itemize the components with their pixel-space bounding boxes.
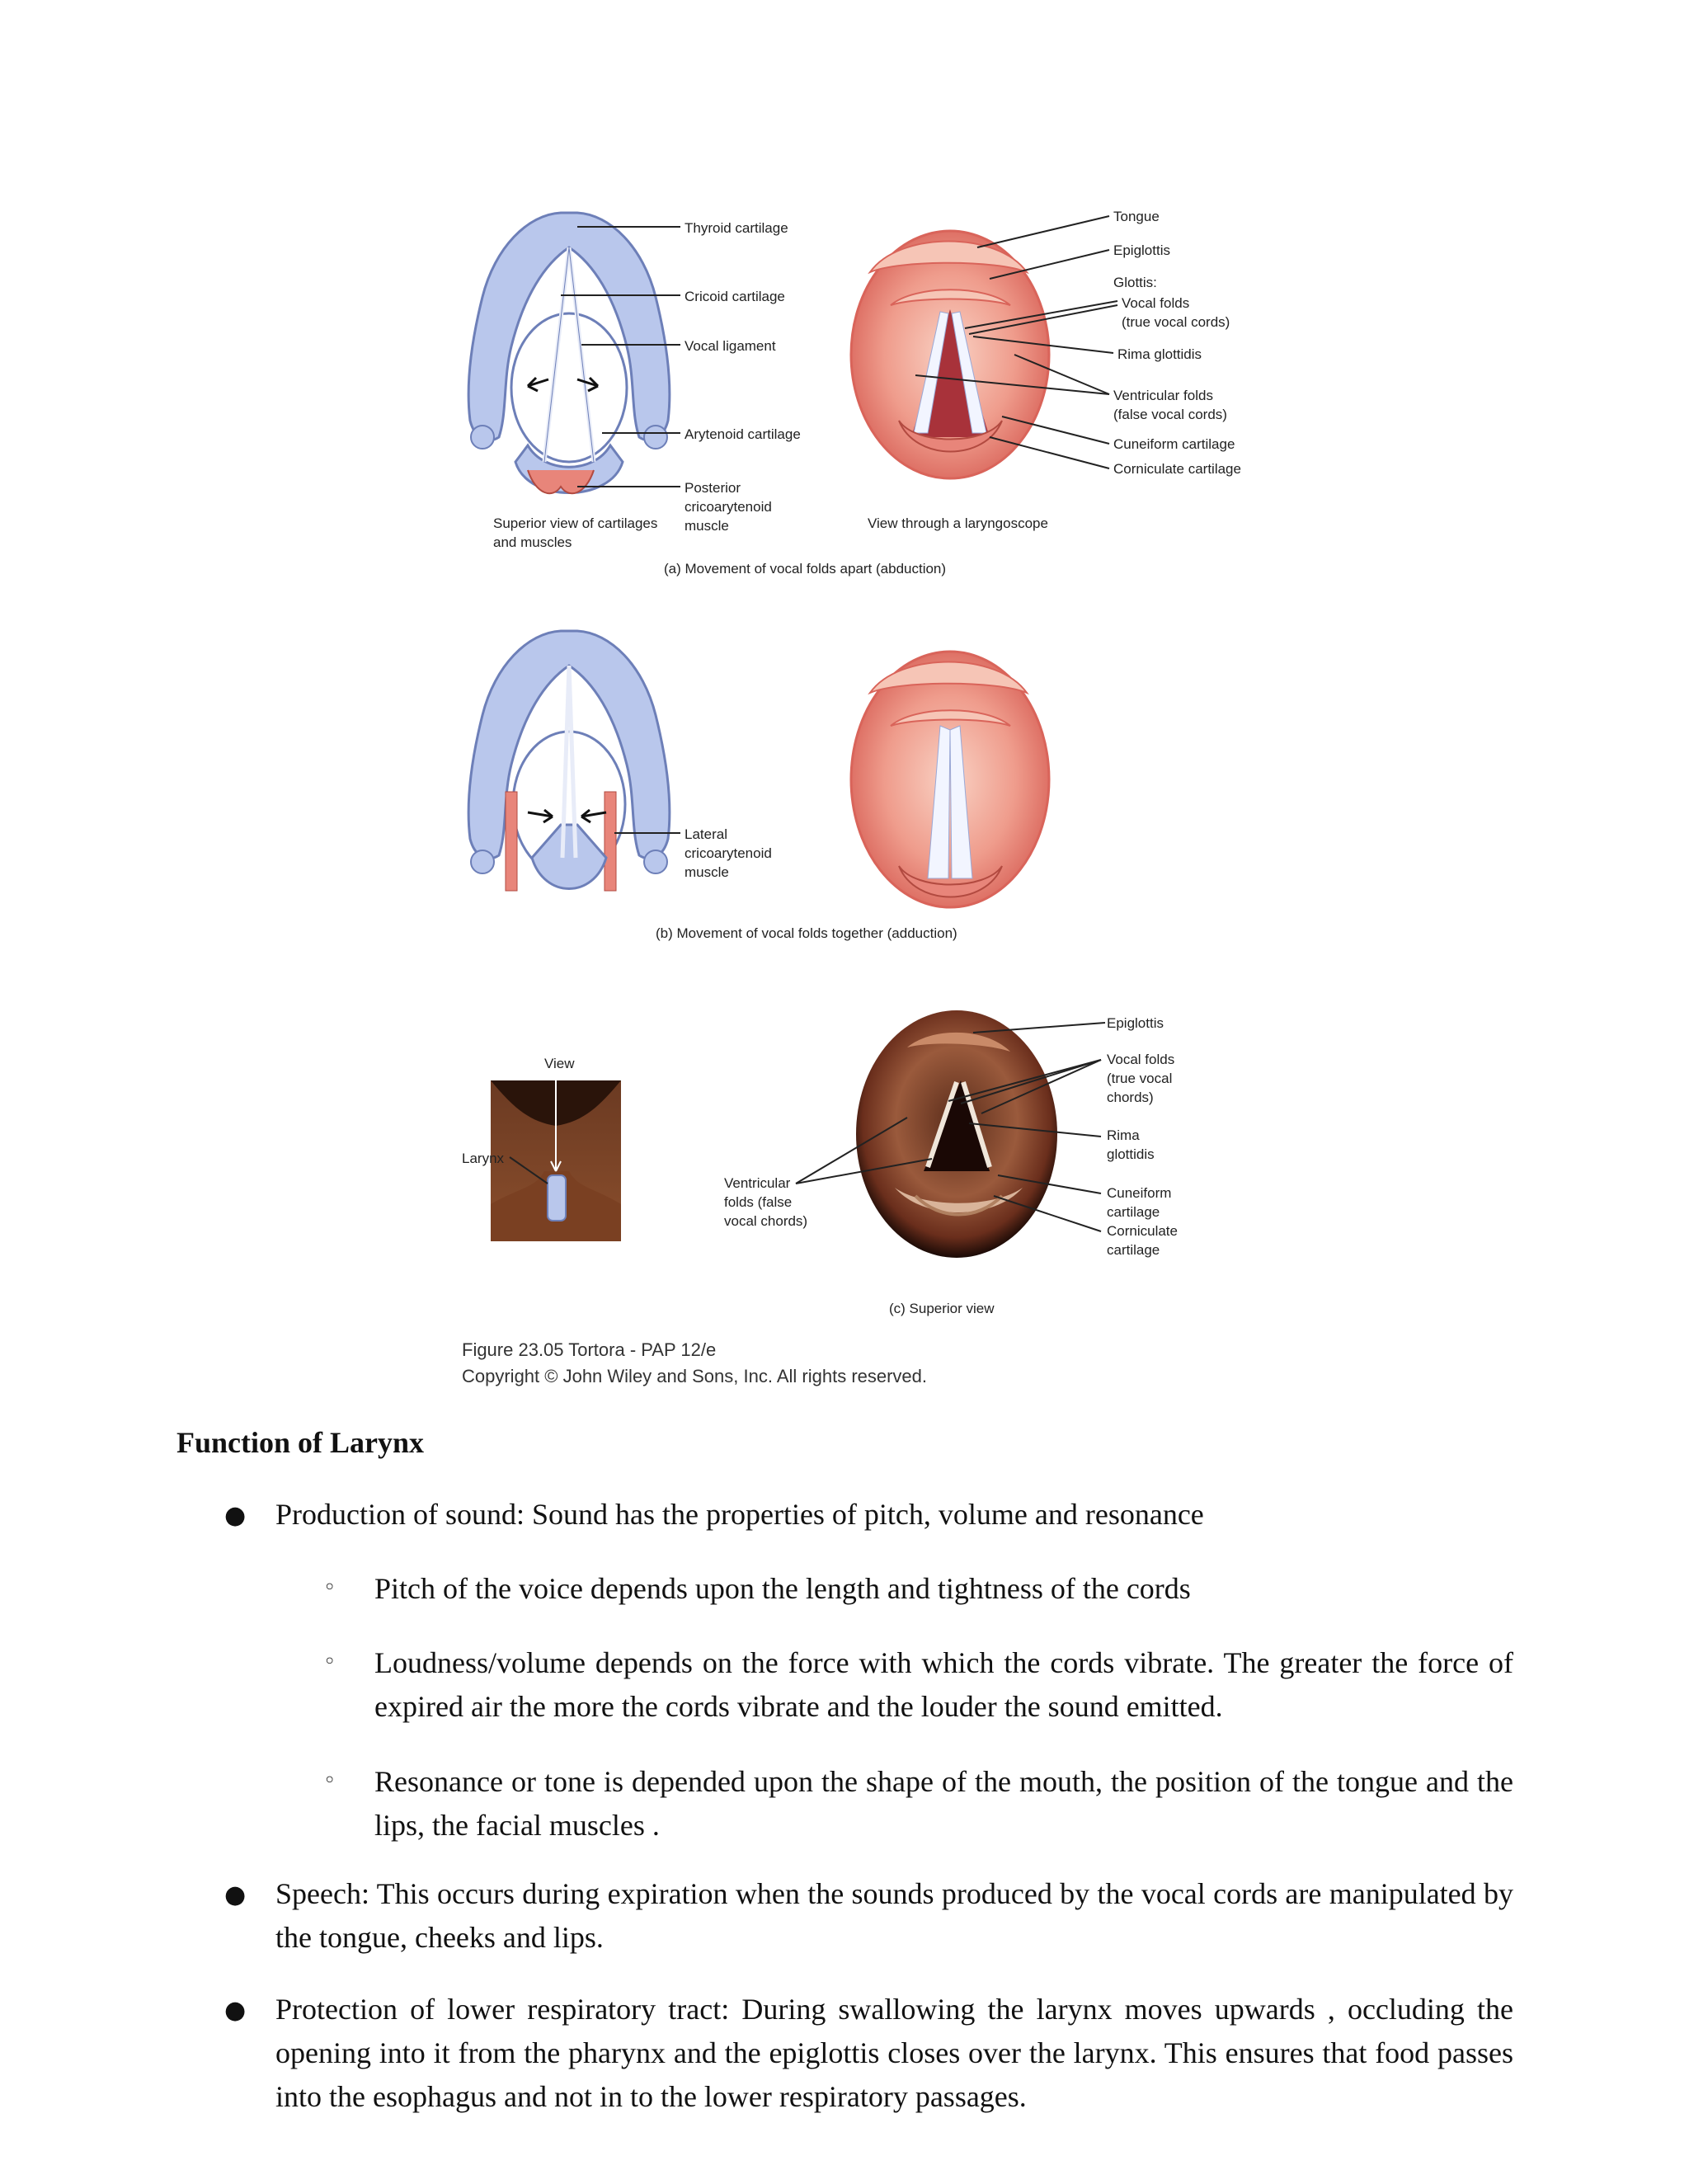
label-glottidis-c: glottidis — [1107, 1146, 1155, 1162]
sub-bullet-1: ◦ — [323, 1575, 336, 1600]
larynx-figure: Thyroid cartilage Cricoid cartilage Voca… — [462, 209, 1241, 1386]
label-rima-c: Rima — [1107, 1127, 1140, 1143]
leader-lines-c — [795, 1022, 1106, 1232]
label-lateral-cricoarytenoid-1: Lateral — [685, 826, 727, 842]
caption-panel-a: (a) Movement of vocal folds apart (abduc… — [664, 561, 946, 577]
label-glottis: Glottis: — [1113, 275, 1157, 290]
label-posterior-cricoarytenoid-2: cricoarytenoid — [685, 499, 772, 515]
label-lateral-cricoarytenoid-2: cricoarytenoid — [685, 845, 772, 861]
sub-bullet-3: ◦ — [323, 1768, 336, 1793]
label-thyroid-cartilage: Thyroid cartilage — [685, 220, 788, 236]
label-corniculate-c: Corniculate — [1107, 1223, 1178, 1239]
leader-lines-a-left — [561, 226, 680, 487]
label-false-vocal-cords-a: (false vocal cords) — [1113, 407, 1227, 422]
neck-illustration — [491, 1072, 621, 1241]
sub-item-loudness: Loudness/volume depends on the force wit… — [374, 1646, 1513, 1723]
list-item-protection: Protection of lower respiratory tract: D… — [275, 1993, 1513, 2113]
label-vocal-folds-c: Vocal folds — [1107, 1052, 1174, 1067]
leader-lines-a-right — [915, 215, 1118, 469]
bullet-1: ● — [224, 1501, 247, 1530]
label-lateral-cricoarytenoid-3: muscle — [685, 864, 729, 880]
sub-bullet-2: ◦ — [323, 1650, 336, 1674]
label-epiglottis-c: Epiglottis — [1107, 1015, 1164, 1031]
caption-laryngoscope-view: View through a laryngoscope — [868, 515, 1048, 531]
label-cricoid-cartilage: Cricoid cartilage — [685, 289, 785, 304]
label-cuneiform-cartilage-a: Cuneiform cartilage — [1113, 436, 1235, 452]
sub-item-pitch: Pitch of the voice depends upon the leng… — [374, 1572, 1191, 1605]
label-vocal-folds-a: Vocal folds — [1122, 295, 1189, 311]
label-corniculate-cartilage-a: Corniculate cartilage — [1113, 461, 1241, 477]
caption-superior-view-2: and muscles — [493, 534, 572, 550]
caption-panel-c: (c) Superior view — [889, 1301, 995, 1316]
cartilage-diagram-b — [467, 629, 671, 892]
label-ventricular-c-1: Ventricular — [724, 1175, 791, 1191]
label-ventricular-folds-a: Ventricular folds — [1113, 388, 1213, 403]
label-arytenoid-cartilage: Arytenoid cartilage — [685, 426, 801, 442]
bullet-2: ● — [224, 1880, 247, 1909]
laryngoscope-view-b — [849, 650, 1051, 909]
list-item-production-of-sound: Production of sound: Sound has the prope… — [275, 1498, 1204, 1531]
laryngoscope-view-a — [849, 229, 1051, 480]
figure-credit-line-2: Copyright © John Wiley and Sons, Inc. Al… — [462, 1366, 927, 1386]
bullet-3: ● — [224, 1996, 247, 2025]
label-true-vocal-c: (true vocal — [1107, 1071, 1172, 1086]
label-posterior-cricoarytenoid-3: muscle — [685, 518, 729, 534]
label-vocal-ligament: Vocal ligament — [685, 338, 776, 354]
label-epiglottis-a: Epiglottis — [1113, 242, 1170, 258]
section-heading: Function of Larynx — [176, 1426, 425, 1459]
label-rima-glottidis-a: Rima glottidis — [1117, 346, 1202, 362]
figure-credit-line-1: Figure 23.05 Tortora - PAP 12/e — [462, 1339, 716, 1360]
label-cuneiform-c: Cuneiform — [1107, 1185, 1171, 1201]
label-true-vocal-cords-a: (true vocal cords) — [1122, 314, 1230, 330]
label-tongue: Tongue — [1113, 209, 1160, 224]
label-posterior-cricoarytenoid-1: Posterior — [685, 480, 741, 496]
superior-view-photo — [856, 1010, 1057, 1258]
cartilage-diagram-a — [467, 211, 671, 495]
list-item-speech: Speech: This occurs during expiration wh… — [275, 1877, 1513, 1954]
label-cuneiform-cartilage-c: cartilage — [1107, 1204, 1160, 1220]
label-ventricular-c-3: vocal chords) — [724, 1213, 807, 1229]
caption-superior-view-1: Superior view of cartilages — [493, 515, 657, 531]
label-view: View — [544, 1056, 575, 1071]
caption-panel-b: (b) Movement of vocal folds together (ad… — [656, 925, 957, 941]
label-ventricular-c-2: folds (false — [724, 1194, 792, 1210]
label-chords-c: chords) — [1107, 1090, 1154, 1105]
label-corniculate-cartilage-c: cartilage — [1107, 1242, 1160, 1258]
sub-item-resonance: Resonance or tone is depended upon the s… — [374, 1765, 1513, 1842]
label-larynx: Larynx — [462, 1151, 505, 1166]
